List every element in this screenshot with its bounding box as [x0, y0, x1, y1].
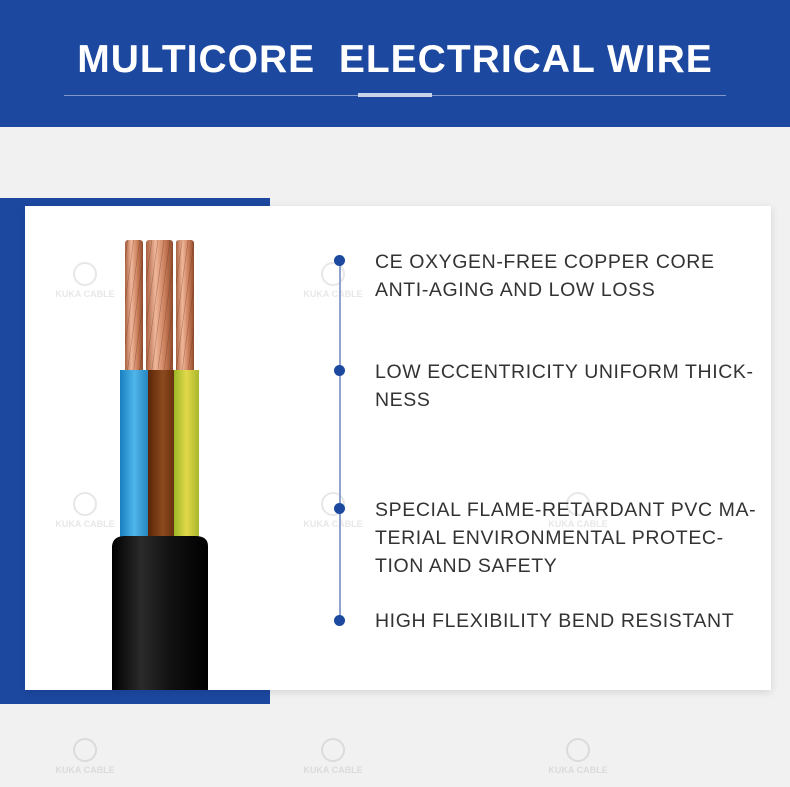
watermark-logo-icon [321, 738, 345, 762]
feature-item: CE OXYGEN-FREE COPPER CORE ANTI-AGING AN… [375, 248, 745, 304]
insulated-cores [120, 370, 199, 540]
watermark-text: KUKA CABLE [303, 765, 363, 775]
watermark-logo: KUKA CABLE [50, 492, 120, 529]
timeline-dot [334, 365, 345, 376]
header-banner: MULTICORE ELECTRICAL WIRE [0, 0, 790, 127]
watermark-text: KUKA CABLE [548, 765, 608, 775]
watermark-logo: KUKA CABLE [298, 738, 368, 775]
brown-core [148, 370, 178, 540]
watermark-text: KUKA CABLE [55, 289, 115, 299]
watermark-logo-icon [321, 492, 345, 516]
feature-item: HIGH FLEXIBILITY BEND RESISTANT [375, 607, 745, 635]
watermark-logo: KUKA CABLE [298, 262, 368, 299]
feature-timeline [339, 260, 341, 622]
title-divider-accent [358, 93, 432, 97]
watermark-text: KUKA CABLE [303, 519, 363, 529]
cable-illustration [112, 240, 208, 690]
yellow-green-core [174, 370, 199, 540]
page-title: MULTICORE ELECTRICAL WIRE [77, 38, 713, 81]
timeline-dot [334, 615, 345, 626]
watermark-text: KUKA CABLE [55, 765, 115, 775]
copper-strands [125, 240, 194, 374]
timeline-dot [334, 255, 345, 266]
feature-line: TERIAL ENVIRONMENTAL PROTEC- [375, 527, 724, 549]
watermark-text: KUKA CABLE [55, 519, 115, 529]
outer-sheath [112, 536, 208, 690]
watermark-logo: KUKA CABLE [50, 262, 120, 299]
feature-line: NESS [375, 389, 431, 411]
watermark-text: KUKA CABLE [548, 519, 608, 529]
feature-line: TION AND SAFETY [375, 555, 558, 577]
feature-line: ANTI-AGING AND LOW LOSS [375, 279, 656, 301]
feature-line: SPECIAL FLAME-RETARDANT PVC MA- [375, 499, 757, 521]
watermark-text: KUKA CABLE [303, 289, 363, 299]
timeline-dot [334, 503, 345, 514]
feature-item: SPECIAL FLAME-RETARDANT PVC MA- TERIAL E… [375, 496, 757, 580]
watermark-logo: KUKA CABLE [543, 738, 613, 775]
watermark-logo: KUKA CABLE [543, 492, 613, 529]
watermark-logo: KUKA CABLE [50, 738, 120, 775]
feature-line: HIGH FLEXIBILITY BEND RESISTANT [375, 610, 735, 632]
watermark-logo-icon [73, 738, 97, 762]
watermark-logo-icon [566, 492, 590, 516]
watermark-logo-icon [566, 738, 590, 762]
watermark-logo-icon [73, 262, 97, 286]
blue-core [120, 370, 152, 540]
feature-line: LOW ECCENTRICITY UNIFORM THICK- [375, 361, 754, 383]
watermark-logo: KUKA CABLE [298, 492, 368, 529]
feature-line: CE OXYGEN-FREE COPPER CORE [375, 251, 715, 273]
feature-item: LOW ECCENTRICITY UNIFORM THICK- NESS [375, 358, 754, 414]
watermark-logo-icon [321, 262, 345, 286]
watermark-logo-icon [73, 492, 97, 516]
